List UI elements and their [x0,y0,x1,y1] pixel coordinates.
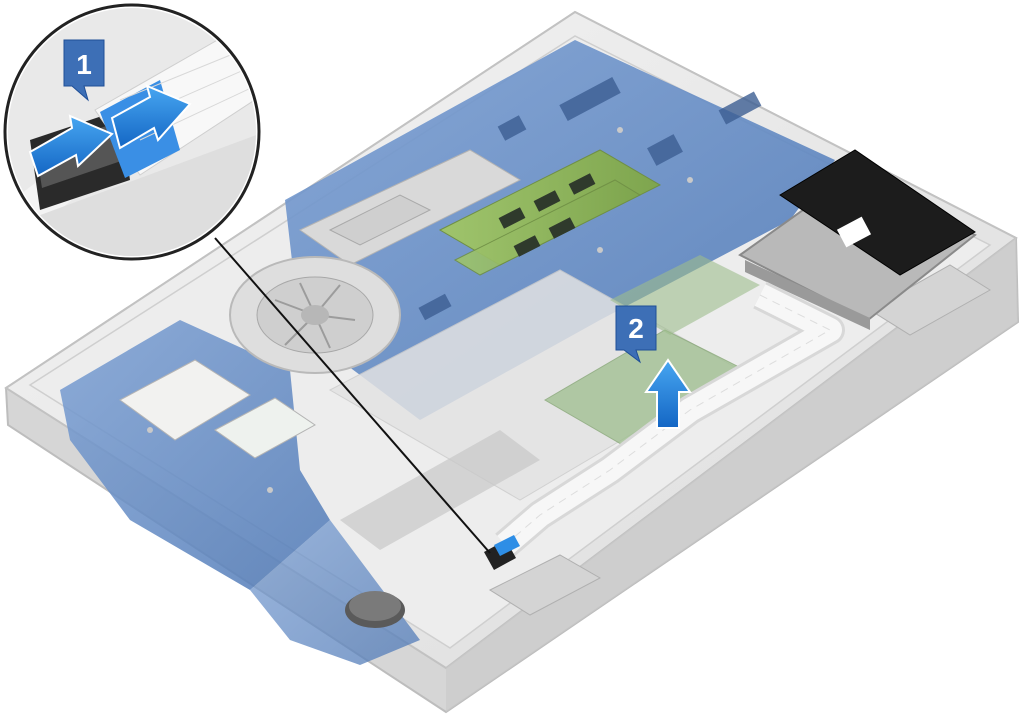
speaker [488,264,991,616]
wlan-card [214,397,316,459]
step-2-number: 2 [628,313,644,344]
heatsink [299,149,522,266]
smart-card-cable [495,281,845,557]
step-1-number: 1 [76,49,92,80]
step-1-badge: 1 [63,39,105,102]
memory-module [438,149,662,276]
cooling-fan [229,256,401,374]
zoom-inset [3,3,261,261]
step-2-badge: 2 [615,305,657,364]
lift-arrow-icon [644,358,692,429]
wwan-card [119,359,251,441]
callout-line [214,237,491,554]
cable-connector [484,535,520,570]
smart-card-reader [738,149,977,330]
coin-cell-battery [345,591,405,628]
double-arrow-icon [28,84,192,178]
